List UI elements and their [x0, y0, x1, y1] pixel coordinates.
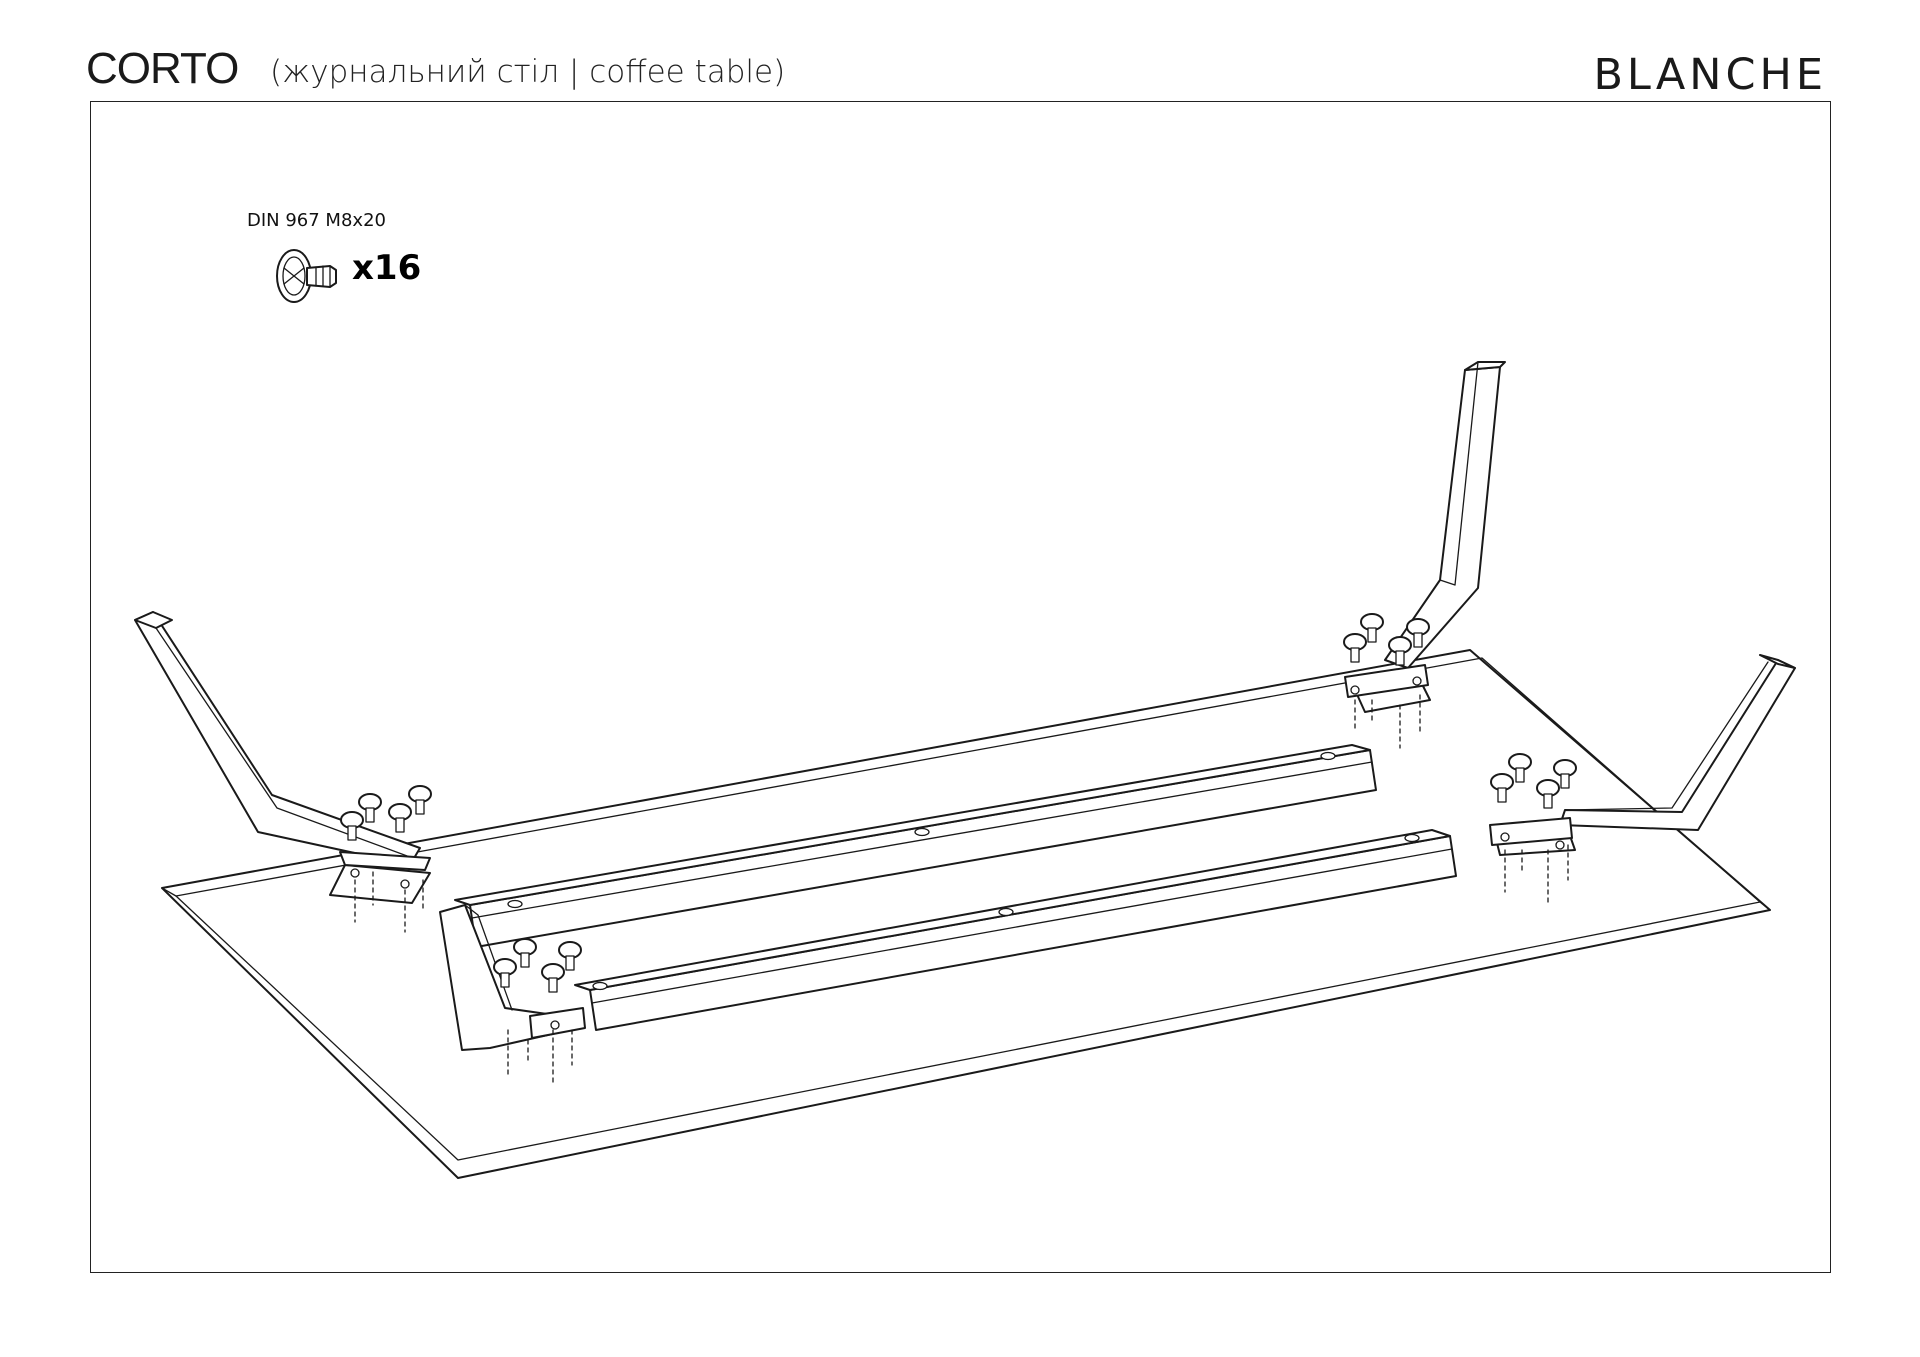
hardware-code: DIN 967 M8x20	[247, 210, 386, 231]
leg-back-left	[134, 611, 431, 904]
bolt-group-front-right	[1490, 753, 1577, 903]
drawing-frame	[90, 101, 1831, 1273]
leg-back-right	[1344, 361, 1506, 713]
bolt-group-back-left	[340, 785, 432, 933]
page-subtitle: (журнальний стіл | coffee table)	[270, 54, 786, 90]
hardware-quantity: x16	[352, 248, 422, 288]
leg-front-right	[1489, 654, 1796, 856]
screw-icon	[276, 249, 337, 303]
brand-logo: BLANCHE	[1593, 50, 1827, 100]
bolt-group-back-right	[1343, 613, 1430, 749]
page-title: CORTO	[86, 44, 239, 93]
leg-front-left	[439, 904, 586, 1051]
bolt-group-front-left	[493, 938, 582, 1086]
rail-front	[574, 829, 1457, 1031]
